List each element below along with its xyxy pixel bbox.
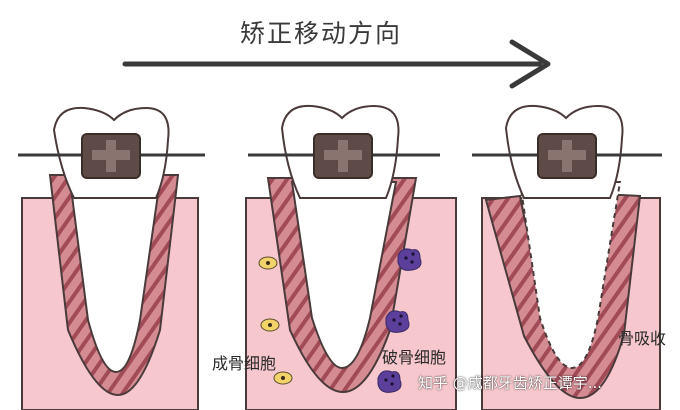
tooth-panel-3 <box>472 104 662 410</box>
osteoclast-label: 破骨细胞 <box>382 348 447 367</box>
bracket-icon <box>81 133 141 179</box>
osteoblast-cell-icon <box>260 318 280 332</box>
bracket-icon <box>313 133 373 179</box>
tooth-root <box>290 181 398 370</box>
bracket-icon <box>537 133 597 179</box>
osteoblast-cell-icon <box>273 371 293 385</box>
osteoclast-cell-icon <box>385 310 410 333</box>
osteoclast-cell-icon <box>397 248 422 271</box>
diagram-title: 矫正移动方向 <box>240 19 403 48</box>
bone-resorption-label: 骨吸收 <box>618 329 667 348</box>
tooth-panel-1 <box>18 106 205 410</box>
watermark: 知乎 @成都牙齿矫正谭宇... <box>418 374 603 392</box>
osteoblast-label: 成骨细胞 <box>212 354 277 373</box>
tooth-root <box>68 179 162 374</box>
osteoclast-cell-icon <box>377 370 402 393</box>
osteoblast-cell-icon <box>258 256 278 270</box>
arrow-right-icon <box>122 39 551 89</box>
tooth-root <box>518 181 622 370</box>
tooth-panel-2 <box>245 104 457 410</box>
